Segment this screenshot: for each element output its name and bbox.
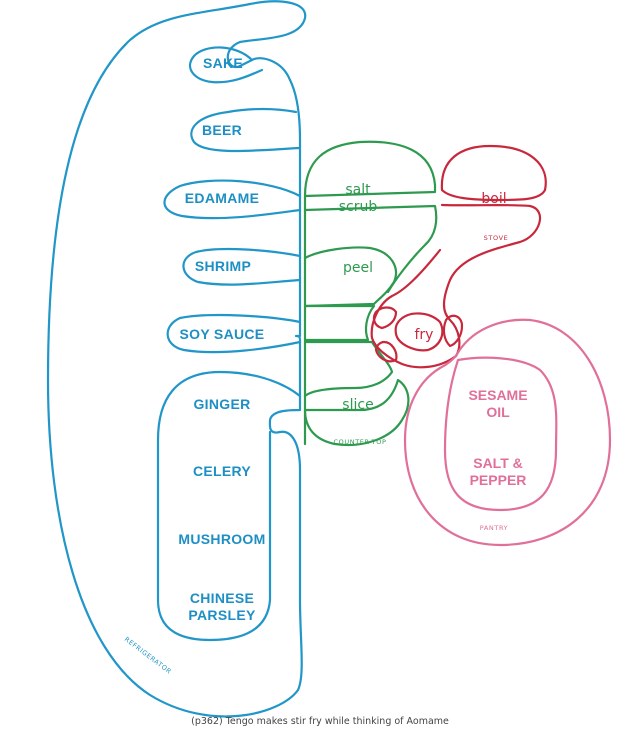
pantry-inner (443, 356, 558, 512)
soysauce-finger (166, 313, 302, 354)
label-pantry: PANTRY (480, 524, 508, 532)
label-stove: STOVE (484, 234, 509, 242)
fry-spoke-right (442, 314, 464, 348)
action-peel: peel (343, 260, 373, 276)
item-sake: SAKE (203, 55, 243, 71)
label-refrigerator: REFRIGERATOR (123, 635, 173, 676)
slice-block (303, 340, 394, 398)
vegetable-pocket (156, 370, 302, 642)
fry-spoke-left (372, 306, 398, 330)
item-parsley: PARSLEY (188, 607, 256, 623)
soy-block (303, 304, 376, 342)
label-countertop: COUNTER-TOP (334, 438, 387, 446)
refrigerator-region (46, 0, 307, 718)
fry-spoke-bottom (374, 340, 398, 363)
countertop-bottom (303, 378, 410, 446)
item-edamame: EDAMAME (185, 190, 259, 206)
fry-center (394, 312, 444, 352)
item-oil: OIL (486, 404, 510, 420)
refrigerator-outline (46, 0, 307, 718)
item-mushroom: MUSHROOM (178, 531, 265, 547)
item-pepper: PEPPER (470, 472, 527, 488)
action-slice: slice (342, 397, 373, 413)
pantry-region (403, 318, 612, 547)
countertop-outline (303, 140, 437, 198)
action-scrub: scrub (339, 199, 378, 215)
item-beer: BEER (202, 122, 242, 138)
stove-region (370, 144, 547, 369)
figure-caption: (p362) Tengo makes stir fry while thinki… (191, 716, 449, 727)
beer-finger (190, 107, 302, 153)
action-boil: boil (481, 191, 506, 207)
item-ginger: GINGER (193, 396, 250, 412)
pantry-outline (403, 318, 612, 547)
action-salt: salt (345, 182, 371, 198)
stove-outline (370, 203, 541, 369)
action-fry: fry (415, 327, 434, 343)
item-sesame: SESAME (468, 387, 527, 403)
item-chinese: CHINESE (190, 590, 254, 606)
item-shrimp: SHRIMP (195, 258, 251, 274)
countertop-region (303, 140, 438, 446)
sake-finger (188, 46, 264, 84)
edamame-finger (163, 179, 302, 220)
item-celery: CELERY (193, 463, 251, 479)
shrimp-finger (182, 247, 302, 286)
boil-blob (440, 144, 547, 202)
item-soy-sauce: SOY SAUCE (180, 326, 265, 342)
peel-block (303, 246, 397, 308)
salt-scrub-lower (303, 204, 438, 294)
item-salt: SALT & (473, 455, 523, 471)
